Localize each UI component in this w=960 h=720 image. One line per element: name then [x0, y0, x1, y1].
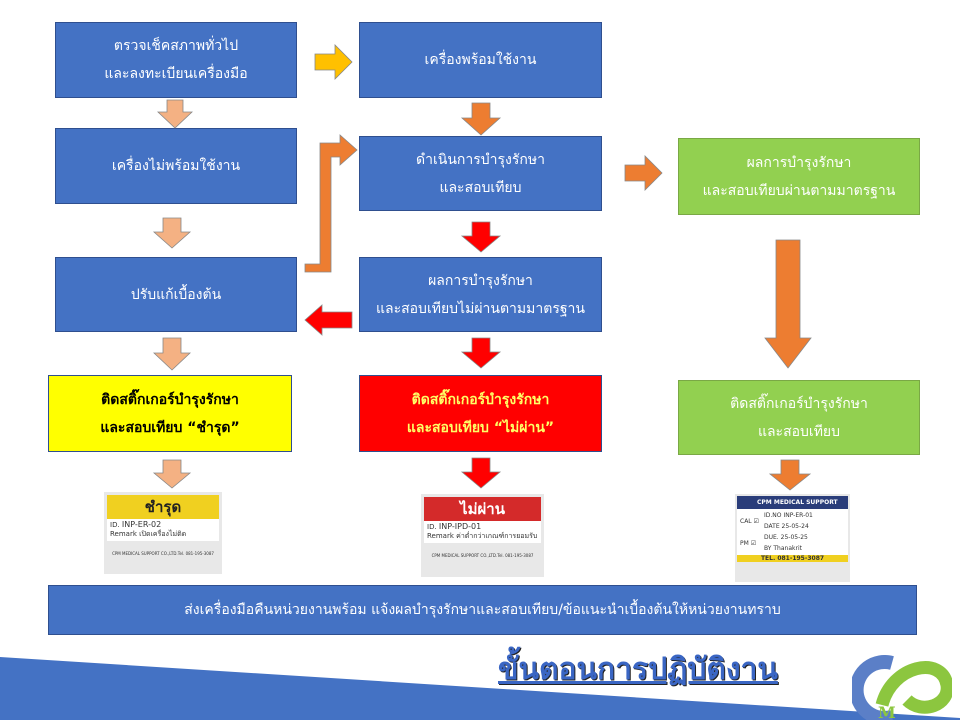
sticker-fail-box: ติดสติ๊กเกอร์บำรุงรักษาและสอบเทียบ “ไม่ผ…: [359, 375, 602, 452]
fields: ID.NO INP-ER-01 DATE 25-05-24 DUE. 25-05…: [764, 510, 813, 554]
not-ready-box: เครื่องไม่พร้อมใช้งาน: [55, 128, 297, 204]
text: เครื่องไม่พร้อมใช้งาน: [111, 158, 241, 174]
sticker-tel: TEL. 081-195-3087: [737, 555, 848, 562]
ready-box: เครื่องพร้อมใช้งาน: [359, 22, 602, 98]
sticker-header: ชำรุด: [107, 495, 219, 519]
arrow-right-orange: [624, 155, 663, 191]
text: ปรับแก้เบื้องต้น: [130, 286, 222, 303]
value: INP-ER-01: [783, 512, 813, 519]
text: ผลการบำรุงรักษา: [428, 272, 533, 289]
text: และสอบเทียบผ่านตามมาตรฐาน: [702, 182, 896, 199]
arrow-down-peach: [152, 337, 192, 371]
page-title: ขั้นตอนการปฏิบัติงาน: [498, 652, 778, 687]
text: และสอบเทียบ: [757, 423, 841, 440]
sticker-body: CAL ☑PM ☑ ID.NO INP-ER-01 DATE 25-05-24 …: [737, 509, 848, 555]
svg-text:M: M: [878, 703, 896, 720]
sticker-pass-image: CPM MEDICAL SUPPORT CAL ☑PM ☑ ID.NO INP-…: [735, 494, 850, 582]
pass-box: ผลการบำรุงรักษาและสอบเทียบผ่านตามมาตรฐาน: [678, 138, 920, 215]
arrow-down-orange: [768, 459, 812, 491]
arrow-down-red: [460, 221, 502, 253]
fail-box: ผลการบำรุงรักษาและสอบเทียบไม่ผ่านตามมาตร…: [359, 257, 602, 332]
text: และสอบเทียบ “ไม่ผ่าน”: [406, 419, 555, 436]
arrow-down-peach: [152, 217, 192, 249]
inspect-box: ตรวจเช็คสภาพทั่วไปและลงทะเบียนเครื่องมือ: [55, 22, 297, 98]
arrow-down-orange: [460, 102, 502, 136]
value: INP-IPD-01: [438, 522, 482, 531]
sticker-footer: CPM MEDICAL SUPPORT CO.,LTD.Tel. 081-195…: [431, 553, 534, 558]
label: PM: [740, 540, 749, 547]
text: เครื่องพร้อมใช้งาน: [424, 52, 537, 68]
label: CAL: [740, 518, 752, 525]
value: เปิดเครื่องไม่ติด: [139, 530, 187, 538]
label: ID.NO: [764, 512, 782, 519]
arrow-left-red: [304, 304, 353, 336]
arrow-elbow-orange: [304, 134, 358, 273]
arrow-down-red: [460, 457, 502, 489]
value: 25-05-24: [781, 523, 809, 530]
value: INP-ER-02: [121, 520, 162, 529]
sticker-header: ไม่ผ่าน: [424, 497, 541, 521]
label: ID.: [427, 523, 437, 531]
text: และสอบเทียบไม่ผ่านตามมาตรฐาน: [375, 300, 585, 317]
arrow-right-yellow: [314, 44, 353, 80]
sticker-header: CPM MEDICAL SUPPORT: [737, 496, 848, 509]
adjust-box: ปรับแก้เบื้องต้น: [55, 257, 297, 332]
label: DATE: [764, 523, 780, 530]
text: และสอบเทียบ: [439, 179, 522, 196]
text: ตรวจเช็คสภาพทั่วไป: [113, 38, 239, 54]
value: Thanakrit: [773, 545, 802, 552]
arrow-down-orange-long: [764, 239, 812, 369]
label: BY: [764, 545, 772, 552]
return-equipment-bar: ส่งเครื่องมือคืนหน่วยงานพร้อม แจ้งผลบำรุ…: [48, 585, 917, 635]
text: และสอบเทียบ “ชำรุด”: [100, 419, 240, 436]
arrow-down-peach: [156, 99, 194, 129]
sticker-footer: CPM MEDICAL SUPPORT CO.,LTD.Tel. 081-195…: [112, 551, 214, 556]
text: ติดสติ๊กเกอร์บำรุงรักษา: [101, 391, 239, 408]
arrow-down-peach: [152, 459, 192, 489]
label: DUE.: [764, 534, 779, 541]
arrow-down-red: [460, 337, 502, 369]
sticker-pass-box: ติดสติ๊กเกอร์บำรุงรักษาและสอบเทียบ: [678, 380, 920, 455]
cpm-logo: M: [852, 655, 952, 720]
value: ค่าต่ำกว่าเกณฑ์การยอมรับ: [456, 532, 538, 540]
checkboxes: CAL ☑PM ☑: [740, 518, 759, 547]
sticker-broken-box: ติดสติ๊กเกอร์บำรุงรักษาและสอบเทียบ “ชำรุ…: [48, 375, 292, 452]
text: ส่งเครื่องมือคืนหน่วยงานพร้อม แจ้งผลบำรุ…: [184, 602, 781, 618]
text: ดำเนินการบำรุงรักษา: [416, 151, 545, 168]
text: ติดสติ๊กเกอร์บำรุงรักษา: [730, 395, 868, 412]
label: Remark: [427, 532, 454, 540]
label: Remark: [110, 530, 137, 538]
text: และลงทะเบียนเครื่องมือ: [104, 66, 248, 82]
text: ติดสติ๊กเกอร์บำรุงรักษา: [411, 391, 550, 408]
label: ID.: [110, 521, 120, 529]
text: ผลการบำรุงรักษา: [746, 154, 852, 171]
maintain-box: ดำเนินการบำรุงรักษาและสอบเทียบ: [359, 136, 602, 211]
value: 25-05-25: [780, 534, 808, 541]
